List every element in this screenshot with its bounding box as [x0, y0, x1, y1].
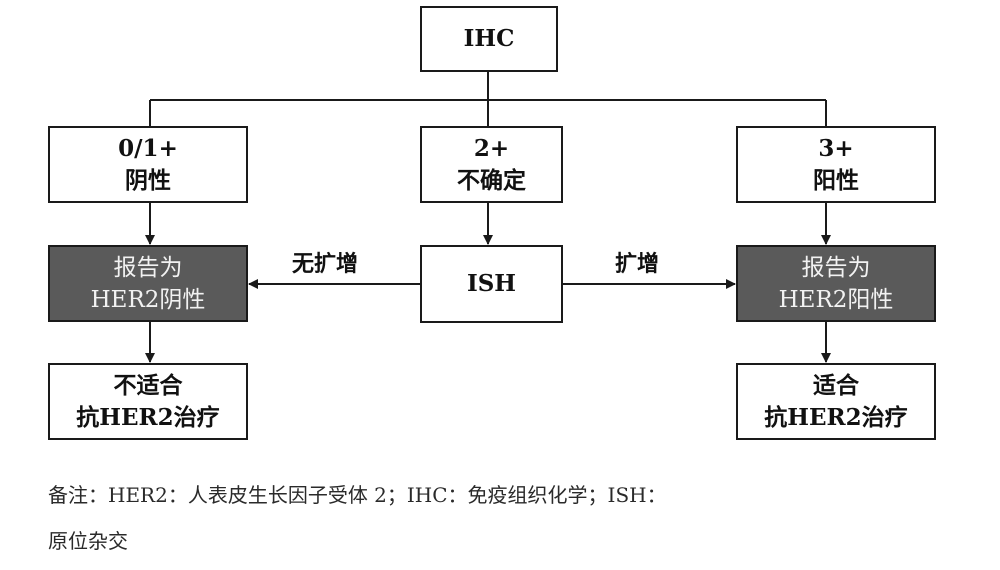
ish-node-label: ISH [466, 270, 517, 297]
score-3-node: 3+ 阳性 [736, 126, 936, 203]
score-2-value: 2+ [473, 134, 510, 162]
ihc-node-label: IHC [463, 25, 515, 52]
score-3-result: 阳性 [813, 166, 859, 194]
report-negative-line1: 报告为 [113, 254, 183, 281]
suitable-line1: 适合 [813, 371, 859, 399]
report-positive-line2: HER2阳性 [778, 286, 894, 313]
score-3-value: 3+ [818, 134, 854, 162]
score-0-1-value: 0/1+ [118, 134, 178, 162]
footnote-line1: 备注：HER2：人表皮生长因子受体 2；IHC：免疫组织化学；ISH： [48, 483, 667, 507]
not-suitable-node: 不适合 抗HER2治疗 [48, 363, 248, 440]
report-negative-node: 报告为 HER2阴性 [48, 245, 248, 322]
report-positive-line1: 报告为 [801, 254, 871, 281]
footnote-line2: 原位杂交 [48, 529, 128, 553]
suitable-line2: 抗HER2治疗 [764, 403, 908, 431]
ish-node: ISH [420, 245, 563, 323]
score-0-1-result: 阴性 [125, 166, 171, 194]
suitable-node: 适合 抗HER2治疗 [736, 363, 936, 440]
not-suitable-line2: 抗HER2治疗 [76, 403, 220, 431]
report-negative-line2: HER2阴性 [90, 286, 206, 313]
no-amplification-label: 无扩增 [292, 251, 359, 277]
footnote: 备注：HER2：人表皮生长因子受体 2；IHC：免疫组织化学；ISH： 原位杂交 [48, 472, 958, 564]
not-suitable-line1: 不适合 [113, 371, 183, 399]
amplification-label: 扩增 [615, 251, 660, 277]
report-positive-node: 报告为 HER2阳性 [736, 245, 936, 322]
score-0-1-node: 0/1+ 阴性 [48, 126, 248, 203]
ihc-node: IHC [420, 6, 558, 72]
score-2-node: 2+ 不确定 [420, 126, 563, 203]
score-2-result: 不确定 [457, 166, 526, 194]
